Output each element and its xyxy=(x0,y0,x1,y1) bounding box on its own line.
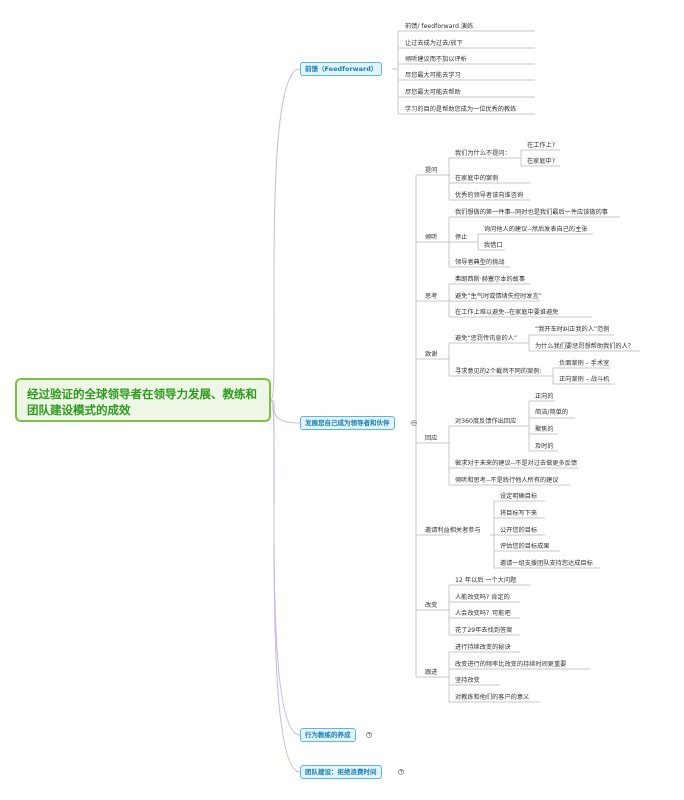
listen-item: 领导者典型的挑战 xyxy=(455,259,505,266)
root-connector xyxy=(270,68,301,401)
respond-item: 简洁/简单的 xyxy=(535,409,569,416)
expand-toggle[interactable]: + xyxy=(366,731,373,738)
thanks-item: 正向案例 – 战斗机 xyxy=(559,376,610,383)
group-label-follow-up: 跟进 xyxy=(425,669,438,676)
thanks-item: 负面案例 – 手术室 xyxy=(559,360,610,367)
stakeholders-item: 公开您的目标 xyxy=(500,527,538,534)
branch-develop-leader[interactable]: 发展您自己成为领导者和伙伴 xyxy=(300,416,395,430)
group-label-think: 思考 xyxy=(425,293,438,300)
feedforward-item: 前馈/ feedforward 演练 xyxy=(405,23,474,30)
respond-item: 徵求对于未来的建议--不是对过去做更多反馈 xyxy=(455,460,578,467)
ask-item: 优秀的领导者该向谁咨询 xyxy=(455,192,524,199)
feedforward-item: 让过去成为过去/放下 xyxy=(405,40,463,47)
root-topic[interactable]: 经过验证的全球领导者在领导力发展、教练和 团队建设模式的成效 xyxy=(15,378,271,422)
feedforward-item: 学习的目的是帮助您成为一位优秀的教练 xyxy=(405,106,517,113)
listen-item: 我们想做的第一件事--同时也是我们最后一件应该做的事 xyxy=(455,209,608,216)
follow-up-item: 改变进行的频率比改变的持续时间更重要 xyxy=(455,661,567,668)
collapse-toggle[interactable]: − xyxy=(411,419,418,426)
branch-behavior-coach[interactable]: 行为教练的养成 xyxy=(300,728,356,742)
root-connector xyxy=(270,399,301,773)
branch-feedforward[interactable]: 前馈（Feedforward） xyxy=(300,62,383,76)
change-item: 12 年以后 一个大问题 xyxy=(455,577,517,584)
group-label-listen: 倾听 xyxy=(425,234,438,241)
stakeholders-item: 评估您的目标成果 xyxy=(500,543,550,550)
think-item: 避免“生气时或情绪失控时发言” xyxy=(455,293,542,300)
group-label-change: 改变 xyxy=(425,602,438,609)
feedforward-item: 倾听建议而不加以评析 xyxy=(405,56,467,63)
branch-team-building[interactable]: 团队建设：拒绝浪费时间 xyxy=(300,765,382,779)
think-item: 弗朗西斯·赫塞尔本的故事 xyxy=(455,276,526,283)
stakeholders-item: 设定明确目标 xyxy=(500,493,538,500)
change-item: 花了29年去找到答案 xyxy=(455,627,513,634)
stakeholders-item: 邀请一组支援团队支持您达成目标 xyxy=(500,560,593,567)
follow-up-item: 坚持改变 xyxy=(455,677,480,684)
listen-item: 停止 xyxy=(455,234,468,241)
listen-item: 询问他人的建议--然后发表自己的主张 xyxy=(484,226,588,233)
ask-item: 我们为什么不提问： xyxy=(455,150,511,157)
follow-up-item: 对教练和他们的客户的意义 xyxy=(455,694,530,701)
expand-toggle[interactable]: + xyxy=(398,768,405,775)
ask-item: 在家庭中的案例 xyxy=(455,175,499,182)
thanks-item: “我开车时纠正我的人”范例 xyxy=(535,326,610,333)
root-connector xyxy=(270,399,301,424)
feedforward-item: 尽您最大可能去学习 xyxy=(405,72,461,79)
respond-item: 倾听和思考--不是践行他人所有的建议 xyxy=(455,477,559,484)
listen-item: 我借口 xyxy=(484,242,503,249)
thanks-item: 为什么我们要惩罚想帮助我们的人？ xyxy=(535,343,634,350)
group-label-respond: 回应 xyxy=(425,435,438,442)
think-item: 在工作上难以避免--在家庭中要谁避免 xyxy=(455,309,559,316)
feedforward-item: 尽您最大可能去帮助 xyxy=(405,89,461,96)
thanks-item: 避免“惩罚传讯息的人” xyxy=(455,335,518,342)
group-label-ask: 提问 xyxy=(425,167,438,174)
root-title-line-2: 团队建设模式的成效 xyxy=(27,403,131,417)
change-item: 人会改变吗？可能吧 xyxy=(455,610,511,617)
stakeholders-item: 将目标写下来 xyxy=(500,510,538,517)
ask-item: 在家庭中? xyxy=(527,158,556,165)
respond-item: 正向的 xyxy=(535,393,554,400)
thanks-item: 寻求意见的2个截然不同的案例: xyxy=(455,368,542,375)
group-label-thanks: 致谢 xyxy=(425,351,438,358)
root-title-line-1: 经过验证的全球领导者在领导力发展、教练和 xyxy=(27,387,257,401)
respond-item: 对360度反馈作出回应 xyxy=(455,418,517,425)
ask-item: 在工作上? xyxy=(527,142,556,149)
follow-up-item: 进行持续改变的秘诀 xyxy=(455,644,511,651)
respond-item: 聚焦的 xyxy=(535,426,554,433)
group-label-stakeholders: 邀请利益相关者参与 xyxy=(425,527,481,534)
change-item: 人能改变吗? 肯定的 xyxy=(455,594,510,601)
respond-item: 及时的 xyxy=(535,443,554,450)
root-connector xyxy=(270,399,301,736)
